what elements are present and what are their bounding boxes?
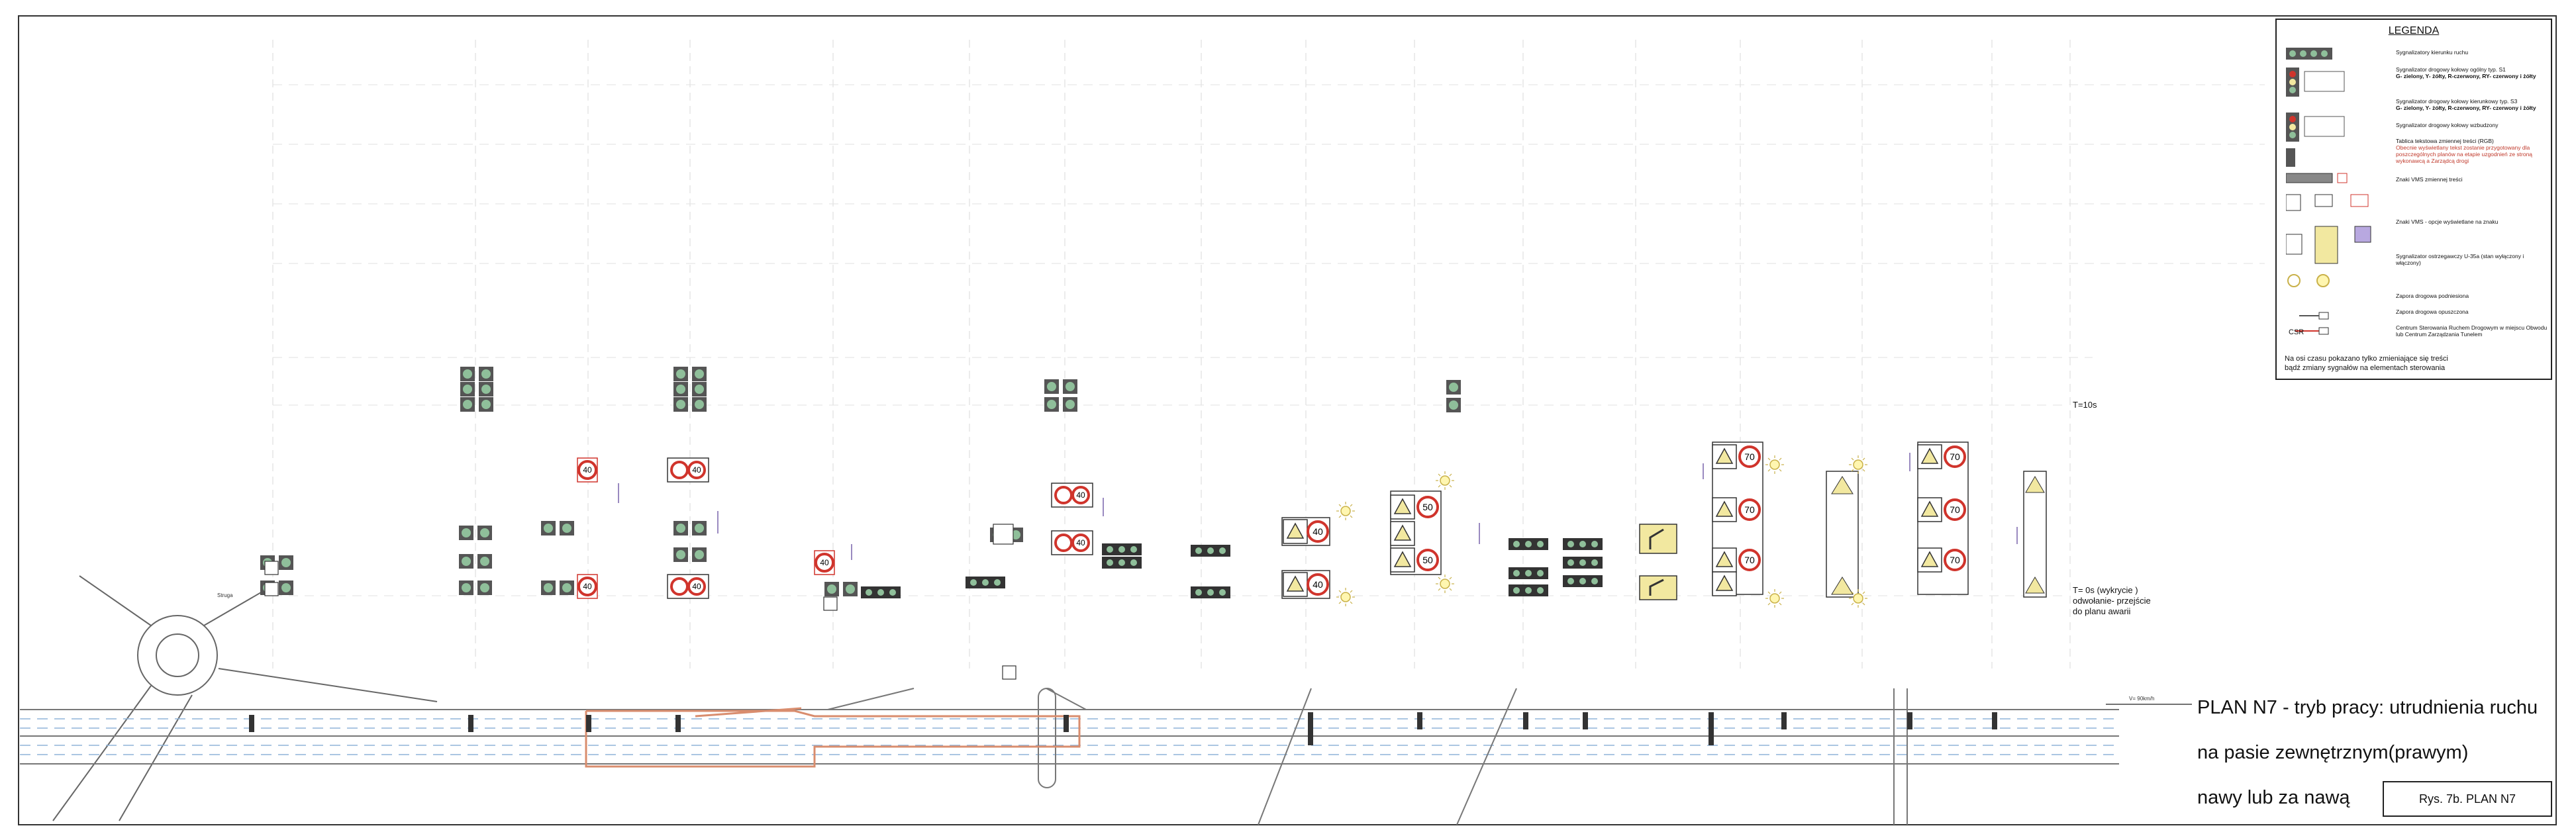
legend-item: Sygnalizator drogowy kołowy kierunkowy t… [2396, 98, 2536, 111]
legend-item: Znaki VMS zmiennej treści [2396, 176, 2463, 183]
vms-sign-40: 40 [1281, 570, 1330, 599]
upper-signals [460, 367, 1461, 412]
lane-shift-signs [1639, 471, 2047, 600]
legend-symbols [2286, 48, 2371, 335]
svg-text:40: 40 [1076, 490, 1085, 500]
vms-sign-70: 70 70 70 [1917, 441, 1969, 595]
svg-text:70: 70 [1950, 451, 1960, 462]
svg-text:40: 40 [692, 465, 701, 475]
annotation-marks [618, 453, 2018, 560]
timeline-gridlines [272, 40, 2071, 669]
svg-text:40: 40 [583, 465, 592, 475]
vms-sign-40: 40 [1281, 517, 1330, 546]
speed-sign-40: 40 [577, 574, 598, 599]
roundabout-label: Struga [217, 592, 233, 598]
svg-text:40: 40 [692, 582, 701, 591]
legend-item: Centrum Sterowania Ruchem Drogowym w mie… [2396, 324, 2548, 338]
vms-sign-50: 50 50 [1390, 490, 1442, 575]
road-speed-label: V= 90km/h [2129, 696, 2154, 702]
svg-text:40: 40 [583, 582, 592, 591]
speed-limit-signs: 40 40 40 40 40 40 [577, 441, 1969, 599]
speed-sign-40: 40 [667, 457, 709, 483]
legend-note: Na osi czasu pokazano tylko zmieniające … [2285, 355, 2449, 372]
legend-item: Sygnalizator drogowy kołowy ogólny typ. … [2396, 66, 2536, 79]
speed-sign-40: 40 [1051, 530, 1093, 555]
svg-text:70: 70 [1950, 555, 1960, 565]
svg-text:40: 40 [820, 558, 829, 567]
time-label-t10: T=10s [2073, 400, 2097, 410]
svg-text:50: 50 [1422, 502, 1433, 512]
time-rows [273, 84, 2265, 596]
svg-text:70: 70 [1744, 504, 1755, 515]
legend-item: Zapora drogowa opuszczona [2396, 308, 2469, 315]
svg-text:70: 70 [1744, 555, 1755, 565]
legend-item: Zapora drogowa podniesiona [2396, 293, 2469, 299]
time-label-t0: T= 0s (wykrycie ) odwołanie- przejście d… [2073, 585, 2151, 616]
speed-sign-40: 40 [1051, 483, 1093, 508]
legend-item: Znaki VMS - opcje wyświetlane na znaku [2396, 218, 2499, 225]
csr-label: CSR [2289, 328, 2304, 336]
road-gantries [249, 712, 1997, 745]
legend-item: Tablica tekstowa zmiennej treści (RGB)Ob… [2396, 138, 2533, 164]
legend-title: LEGENDA [2388, 25, 2440, 36]
svg-text:50: 50 [1422, 555, 1433, 565]
text-boards [264, 524, 1016, 680]
speed-sign-40: 40 [577, 457, 598, 483]
legend-item: Sygnalizatory kierunku ruchu [2396, 49, 2469, 56]
main-road [20, 688, 2119, 825]
speed-sign-40: 40 [814, 550, 835, 575]
plan-title: PLAN N7 - tryb pracy: utrudnienia ruchu … [2197, 697, 2538, 808]
roundabout [52, 575, 438, 821]
figure-label: Rys. 7b. PLAN N7 [2383, 781, 2552, 817]
vms-sign-70: 70 70 70 [1712, 441, 1763, 596]
speed-sign-40: 40 [667, 574, 709, 599]
legend-item: Sygnalizator ostrzegawczy U-35a (stan wy… [2396, 253, 2524, 266]
legend-panel: LEGENDA Sygnalizatory kierunku ruchu Syg… [2275, 19, 2552, 380]
legend-item: Sygnalizator drogowy kołowy wzbudzony [2396, 122, 2499, 128]
svg-text:40: 40 [1313, 579, 1323, 590]
sheet-frame [18, 15, 2557, 825]
lane-closure-outline [585, 707, 1081, 768]
svg-text:70: 70 [1950, 504, 1960, 515]
svg-text:70: 70 [1744, 451, 1755, 462]
svg-text:40: 40 [1076, 538, 1085, 547]
svg-text:40: 40 [1313, 526, 1323, 537]
